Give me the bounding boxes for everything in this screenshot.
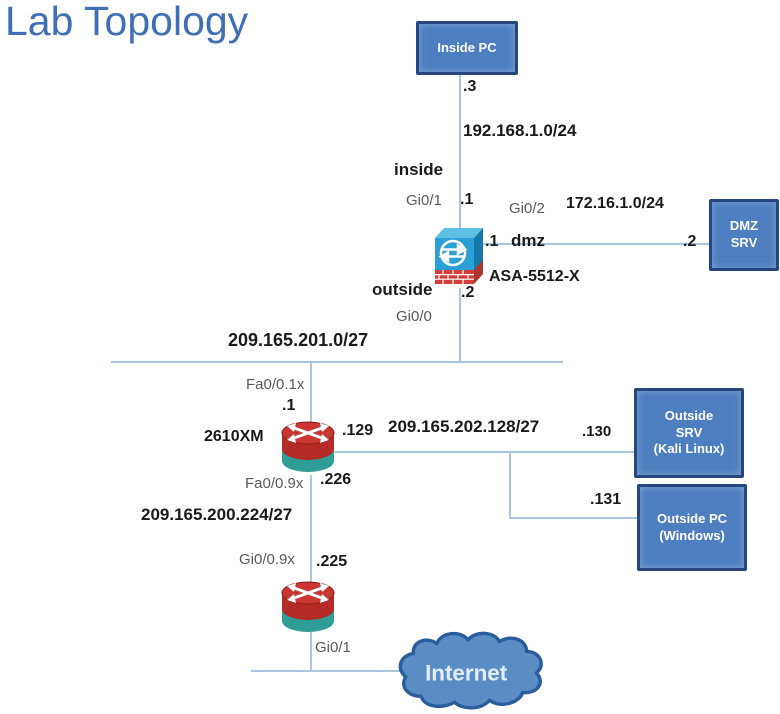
network-transit: 209.165.200.224/27 — [141, 505, 293, 524]
interface-r1-fa009x: Fa0/0.9x — [245, 475, 304, 492]
outside-srv-label-line3: (Kali Linux) — [653, 441, 725, 457]
node-dmz-srv: DMZ SRV — [709, 199, 779, 271]
network-outside: 209.165.201.0/27 — [228, 330, 369, 350]
link-bus-router1 — [310, 363, 312, 425]
link-router2-internet-h — [251, 670, 404, 672]
outside-pc-label-line2: (Windows) — [659, 527, 725, 543]
ip-inside-pc: .3 — [463, 78, 477, 95]
interface-r2-gi009x: Gi0/0.9x — [239, 551, 295, 568]
link-router1-outsidesrv — [333, 451, 635, 453]
interface-asa-gi01: Gi0/1 — [406, 192, 442, 209]
ip-r1-transit: .226 — [320, 471, 352, 488]
link-router1-router2 — [310, 475, 312, 585]
network-outside-lan: 209.165.202.128/27 — [388, 417, 540, 436]
inside-pc-label: Inside PC — [437, 39, 497, 55]
interface-name-outside: outside — [372, 280, 433, 299]
dmz-srv-label-line1: DMZ — [729, 218, 759, 234]
ip-r2-transit: .225 — [316, 553, 348, 570]
ip-outside-pc: .131 — [590, 491, 622, 508]
link-asa-dmzsrv — [483, 243, 710, 245]
ip-asa-dmz: .1 — [485, 233, 499, 250]
dmz-srv-label-line2: SRV — [730, 235, 758, 250]
network-inside: 192.168.1.0/24 — [463, 121, 577, 140]
outside-srv-label-line2: SRV — [675, 424, 703, 440]
router-edge-icon — [277, 579, 339, 644]
interface-name-dmz: dmz — [511, 231, 545, 250]
router-2610xm-icon — [277, 419, 339, 484]
asa-firewall-icon — [432, 225, 486, 296]
link-branch-down — [509, 451, 511, 519]
interface-name-inside: inside — [394, 160, 444, 179]
link-insidepc-asa — [459, 75, 461, 228]
ip-r1-outside: .1 — [282, 397, 296, 414]
interface-asa-gi02: Gi0/2 — [509, 200, 545, 217]
ip-outside-srv: .130 — [582, 423, 612, 440]
node-outside-pc: Outside PC (Windows) — [637, 484, 747, 571]
asa-model-label: ASA-5512-X — [489, 268, 580, 285]
network-dmz: 172.16.1.0/24 — [566, 195, 664, 212]
node-outside-srv: Outside SRV (Kali Linux) — [634, 388, 744, 478]
ip-r1-outside-lan: .129 — [342, 422, 374, 439]
link-outside-net-bus — [111, 361, 563, 363]
router1-model-label: 2610XM — [204, 428, 264, 445]
interface-asa-gi00: Gi0/0 — [396, 308, 432, 325]
node-inside-pc: Inside PC — [416, 21, 518, 75]
interface-r1-fa001x: Fa0/0.1x — [246, 376, 305, 393]
page-title: Lab Topology — [5, 0, 249, 44]
ip-asa-outside: .2 — [461, 284, 475, 301]
internet-label: Internet — [425, 661, 508, 686]
interface-r2-gi01: Gi0/1 — [315, 639, 351, 656]
link-branch-outsidepc — [509, 517, 638, 519]
ip-asa-inside: .1 — [460, 191, 474, 208]
internet-cloud-icon: Internet — [394, 626, 550, 714]
link-router2-internet-v — [310, 632, 312, 672]
outside-pc-label-line1: Outside PC — [656, 510, 728, 526]
ip-dmz-srv: .2 — [683, 233, 697, 250]
link-asa-outside-net — [459, 288, 461, 363]
outside-srv-label-line1: Outside — [664, 407, 714, 423]
